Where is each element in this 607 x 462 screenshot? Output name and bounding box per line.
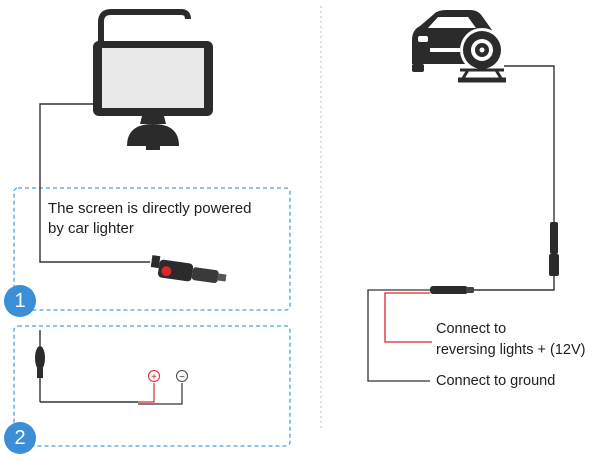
extension-cable — [466, 276, 555, 291]
minus-terminal-icon — [176, 370, 188, 382]
ground-label: Connect to ground — [436, 373, 556, 389]
step1-badge: 1 — [4, 285, 36, 317]
ground-wire — [367, 289, 430, 382]
inline-fuse-connector-icon — [430, 286, 474, 294]
step1-text-line2: by car lighter — [48, 220, 134, 237]
step2-wiring: + − — [35, 330, 188, 405]
step1-dashed-box — [13, 187, 291, 311]
step2-badge: 2 — [4, 422, 36, 454]
camera-connector-icon — [549, 222, 559, 276]
car-with-camera-icon — [412, 10, 506, 83]
monitor-power-cable — [39, 103, 150, 263]
car-lighter-plug-icon — [150, 255, 227, 284]
plus-terminal-icon — [148, 370, 160, 382]
reversing-lights-wire — [384, 292, 432, 343]
step1-text-line1: The screen is directly powered — [48, 200, 252, 217]
monitor-icon — [93, 9, 213, 150]
lights-label-line1: Connect to — [436, 321, 507, 337]
minus-symbol: − — [179, 372, 185, 383]
positive-wire — [138, 383, 155, 403]
camera-cable — [504, 65, 555, 222]
negative-wire — [138, 383, 183, 405]
plus-symbol: + — [151, 372, 157, 383]
lights-label-line2: reversing lights + (12V) — [436, 342, 586, 358]
step2-dashed-box — [13, 325, 291, 447]
